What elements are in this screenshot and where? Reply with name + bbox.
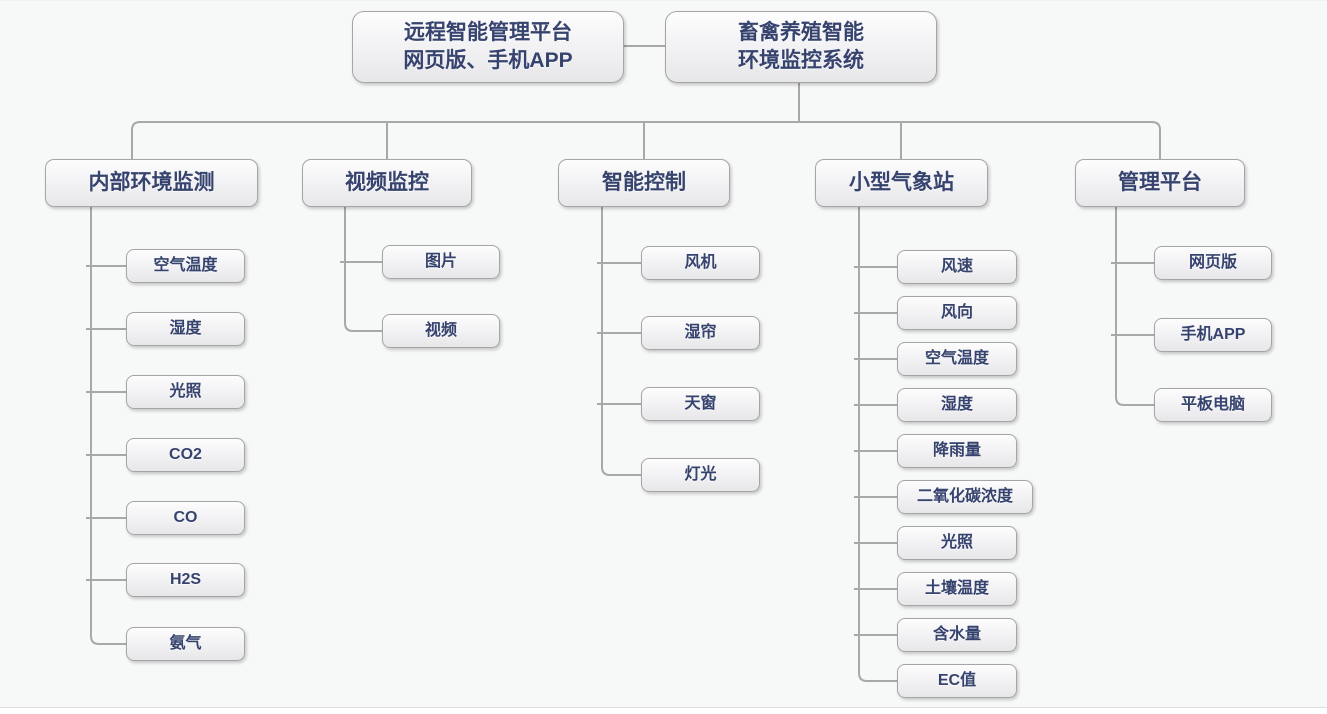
leaf-wind-speed: 风速 <box>897 250 1017 284</box>
leaf-co: CO <box>126 501 245 535</box>
node-remote-management-platform: 远程智能管理平台 网页版、手机APP <box>352 11 624 83</box>
branch-internal-env-monitoring: 内部环境监测 <box>45 159 258 207</box>
leaf-wind-direction: 风向 <box>897 296 1017 330</box>
leaf-ec-value: EC值 <box>897 664 1017 698</box>
leaf-fan: 风机 <box>641 246 760 280</box>
connector-trunk-branch3 <box>601 207 641 476</box>
leaf-h2s: H2S <box>126 563 245 597</box>
leaf-illumination: 光照 <box>126 375 245 409</box>
connector-trunk-branch5 <box>1115 207 1154 406</box>
connector-trunk-branch2 <box>344 207 382 332</box>
node-root-system: 畜禽养殖智能 环境监控系统 <box>665 11 937 83</box>
leaf-humidity-ws: 湿度 <box>897 388 1017 422</box>
leaf-mobile-app: 手机APP <box>1154 318 1272 352</box>
connector-branch-rail <box>131 121 1161 159</box>
bottom-edge-divider <box>0 707 1327 714</box>
leaf-light: 灯光 <box>641 458 760 492</box>
branch-management-platform: 管理平台 <box>1075 159 1245 207</box>
branch-smart-control: 智能控制 <box>558 159 730 207</box>
leaf-air-temperature: 空气温度 <box>126 249 245 283</box>
leaf-video: 视频 <box>382 314 500 348</box>
leaf-web-version: 网页版 <box>1154 246 1272 280</box>
leaf-skylight: 天窗 <box>641 387 760 421</box>
leaf-soil-temperature: 土壤温度 <box>897 572 1017 606</box>
leaf-wet-curtain: 湿帘 <box>641 316 760 350</box>
leaf-picture: 图片 <box>382 245 500 279</box>
leaf-co2-concentration: 二氧化碳浓度 <box>897 480 1033 514</box>
leaf-moisture-content: 含水量 <box>897 618 1017 652</box>
leaf-ammonia: 氨气 <box>126 627 245 661</box>
branch-video-surveillance: 视频监控 <box>302 159 472 207</box>
leaf-humidity: 湿度 <box>126 312 245 346</box>
connector-trunk-branch1 <box>90 207 126 645</box>
connector-trunk-branch4 <box>858 207 897 682</box>
leaf-tablet-pc: 平板电脑 <box>1154 388 1272 422</box>
leaf-rainfall: 降雨量 <box>897 434 1017 468</box>
branch-mini-weather-station: 小型气象站 <box>815 159 988 207</box>
leaf-illumination-ws: 光照 <box>897 526 1017 560</box>
leaf-co2: CO2 <box>126 438 245 472</box>
leaf-air-temperature-ws: 空气温度 <box>897 342 1017 376</box>
